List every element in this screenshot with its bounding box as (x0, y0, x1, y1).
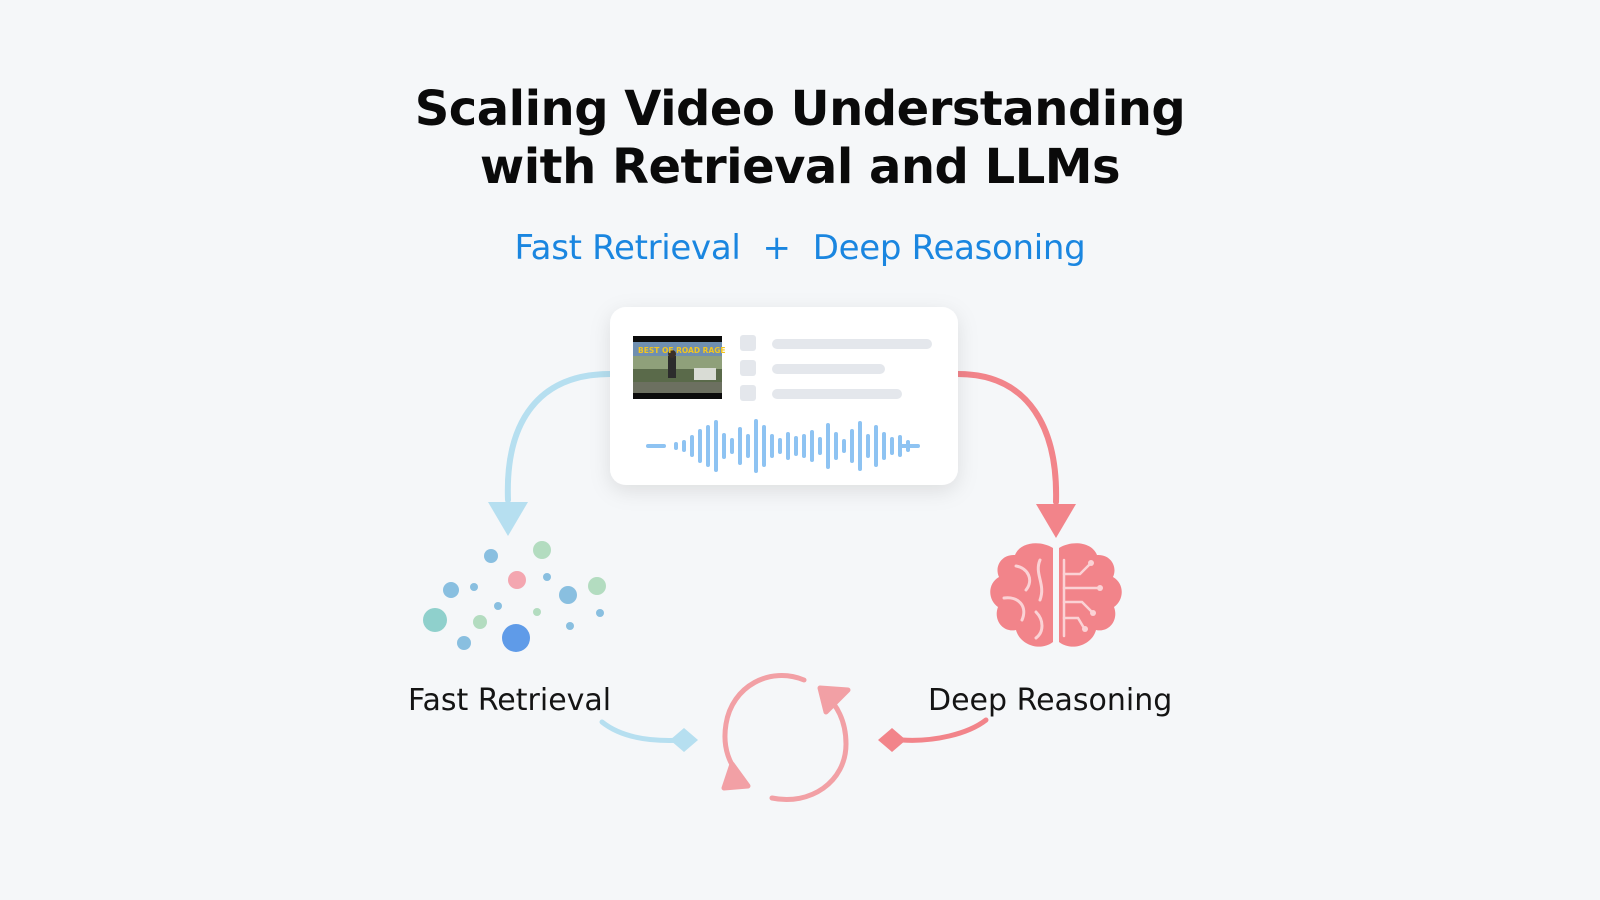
title-line-1: Scaling Video Understanding (414, 81, 1186, 137)
title-line-2: with Retrieval and LLMs (479, 139, 1121, 195)
reasoning-feedback-arrow (878, 717, 989, 752)
page-title: Scaling Video Understanding with Retriev… (0, 80, 1600, 196)
embedding-dots-icon (423, 541, 606, 652)
subtitle-deep-reasoning: Deep Reasoning (812, 228, 1086, 268)
audio-waveform-icon (646, 419, 920, 473)
arrow-to-reasoning (955, 371, 1076, 538)
node-label-fast-retrieval: Fast Retrieval (408, 683, 612, 718)
refresh-cycle-icon (721, 673, 851, 802)
brain-circuit-icon (990, 543, 1122, 647)
subtitle-plus: + (762, 228, 792, 268)
transcript-lines (740, 335, 932, 401)
video-thumbnail-icon: BEST OF ROAD RAGE (633, 336, 726, 399)
node-label-deep-reasoning: Deep Reasoning (928, 683, 1173, 718)
retrieval-feedback-arrow (599, 719, 698, 752)
video-card: BEST OF ROAD RAGE (610, 307, 958, 485)
subtitle-fast-retrieval: Fast Retrieval (514, 228, 741, 268)
thumbnail-caption: BEST OF ROAD RAGE (638, 346, 726, 355)
subtitle: Fast Retrieval + Deep Reasoning (0, 226, 1600, 270)
arrow-to-retrieval (488, 371, 613, 536)
